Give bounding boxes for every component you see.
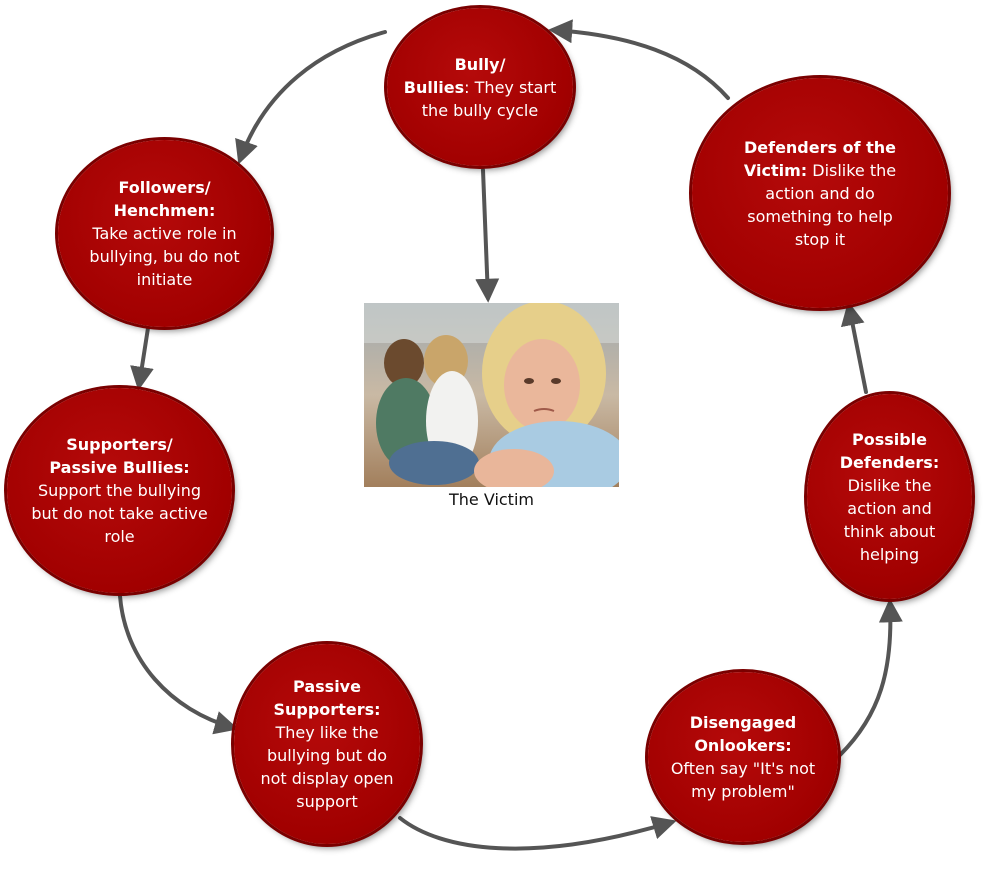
arrow-disengaged-to-possible bbox=[838, 598, 903, 757]
node-supporters-desc: Support the bullying but do not take act… bbox=[31, 481, 208, 546]
node-disengaged-desc: Often say "It's not my problem" bbox=[670, 759, 816, 801]
node-supporters: Supporters/ Passive Bullies:Support the … bbox=[7, 388, 232, 593]
arrow-followers-to-supporters bbox=[130, 326, 154, 391]
arrow-supporters-to-passive bbox=[118, 594, 239, 735]
node-passive-supporters: Passive Supporters:They like the bullyin… bbox=[234, 644, 420, 844]
node-possible-defenders-title: Possible Defenders: bbox=[839, 429, 940, 472]
arrow-passive-to-disengaged bbox=[398, 816, 677, 851]
node-bully-title: Bully/ Bullies bbox=[403, 54, 506, 97]
arrow-bully-to-victim bbox=[475, 168, 500, 303]
arrow-possible-to-defenders bbox=[840, 301, 868, 394]
node-disengaged-title: Disengaged Onlookers: bbox=[689, 713, 797, 755]
node-possible-defenders: Possible Defenders:Dislike the action an… bbox=[807, 394, 972, 599]
node-possible-defenders-desc: Dislike the action and think about helpi… bbox=[843, 475, 936, 564]
arrow-bully-to-followers bbox=[235, 30, 387, 165]
node-disengaged-onlookers: Disengaged Onlookers:Often say "It's not… bbox=[648, 672, 838, 842]
node-defenders-title: Defenders of the Victim: bbox=[743, 137, 897, 180]
node-followers: Followers/ Henchmen:Take active role in … bbox=[58, 140, 271, 327]
node-defenders: Defenders of the Victim: Dislike the act… bbox=[692, 78, 948, 308]
victim-photo bbox=[364, 303, 619, 487]
node-followers-desc: Take active role in bullying, bu do not … bbox=[89, 224, 240, 289]
arrow-defenders-to-bully bbox=[548, 19, 730, 100]
node-supporters-title: Supporters/ Passive Bullies: bbox=[49, 435, 190, 477]
victim-caption: The Victim bbox=[449, 490, 534, 509]
node-bully: Bully/ Bullies: They start the bully cyc… bbox=[387, 8, 573, 166]
node-bully-desc: : They start the bully cycle bbox=[421, 77, 557, 120]
victim-photo-illustration bbox=[364, 303, 619, 487]
node-defenders-desc: Dislike the action and do something to h… bbox=[747, 160, 897, 249]
node-followers-title: Followers/ Henchmen: bbox=[113, 178, 216, 220]
node-passive-supporters-title: Passive Supporters: bbox=[273, 677, 381, 719]
node-passive-supporters-desc: They like the bullying but do not displa… bbox=[260, 723, 394, 811]
